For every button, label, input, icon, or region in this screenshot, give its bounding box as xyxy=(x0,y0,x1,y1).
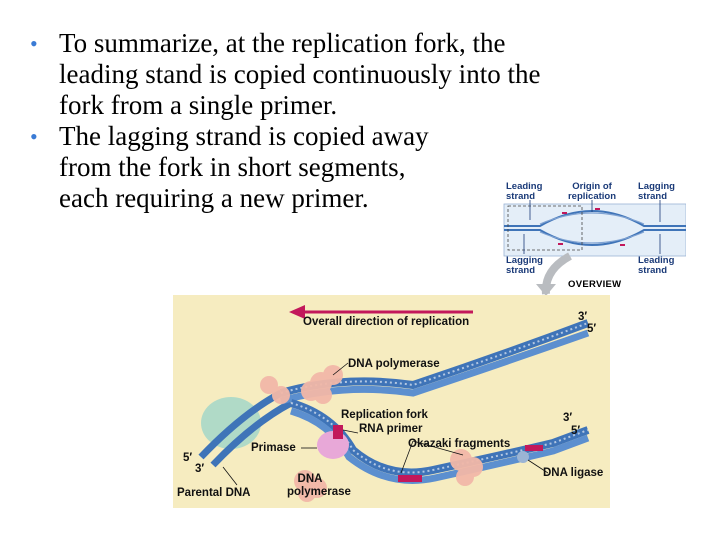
primase-label: Primase xyxy=(251,442,296,454)
dna-polymerase-bottom-label-line1: DNA xyxy=(297,473,323,485)
overview-caption: OVERVIEW xyxy=(568,279,622,290)
overview-leading-strand-label-right: Leading strand xyxy=(638,255,675,276)
strand-end-mid-3prime: 3′ xyxy=(563,412,573,424)
overview-leading-strand-label: Leading strand xyxy=(506,181,543,202)
replication-fork-label: Replication fork xyxy=(341,409,428,421)
parental-dna-label: Parental DNA xyxy=(177,487,251,499)
bullet-list: • To summarize, at the replication fork,… xyxy=(30,28,670,214)
bullet-1-line-1: To summarize, at the replication fork, t… xyxy=(59,28,506,58)
dna-ligase-label: DNA ligase xyxy=(543,467,604,479)
bullet-1-line-3: fork from a single primer. xyxy=(59,90,338,120)
strand-end-left-5prime: 5′ xyxy=(183,452,193,464)
bullet-2-line-3: each requiring a new primer. xyxy=(59,183,369,213)
rna-primer-label: RNA primer xyxy=(359,423,423,435)
okazaki-fragments-label: Okazaki fragments xyxy=(408,438,511,450)
replication-fork-figure: Overall direction of replication DNA pol… xyxy=(173,295,610,508)
strand-end-top-3prime: 3′ xyxy=(578,311,588,323)
bullet-item-1: • To summarize, at the replication fork,… xyxy=(30,28,670,121)
strand-end-top-5prime: 5′ xyxy=(587,323,597,335)
replication-fork-graphic xyxy=(198,305,590,502)
dna-polymerase-bottom-label-line2: polymerase xyxy=(287,486,351,498)
overview-bubble-graphic xyxy=(503,200,686,296)
direction-of-replication-label: Overall direction of replication xyxy=(303,316,470,328)
overview-lagging-strand-label-right: Lagging strand xyxy=(638,181,675,202)
bullet-2-line-2: from the fork in short segments, xyxy=(59,152,406,182)
overview-diagram: Leading strand Origin of replication Lag… xyxy=(500,176,686,296)
strand-end-left-3prime: 3′ xyxy=(195,463,205,475)
bullet-1-line-2: leading stand is copied continuously int… xyxy=(59,59,541,89)
strand-end-mid-5prime: 5′ xyxy=(571,425,581,437)
bullet-item-2: • The lagging strand is copied away from… xyxy=(30,121,670,214)
dna-polymerase-top-label: DNA polymerase xyxy=(348,358,440,370)
overview-lagging-strand-label-left: Lagging strand xyxy=(506,255,543,276)
bullet-2-line-1: The lagging strand is copied away xyxy=(59,121,429,151)
bullet-icon: • xyxy=(30,31,38,56)
overview-origin-label: Origin of replication xyxy=(567,181,617,202)
bullet-icon: • xyxy=(30,124,38,149)
